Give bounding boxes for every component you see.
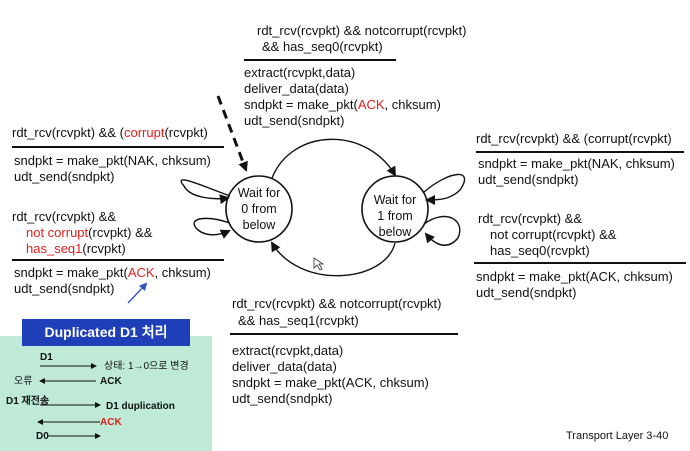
action-line: udt_send(sndpkt) [232, 391, 333, 406]
action-line: sndpkt = make_pkt(ACK, chksum) [476, 269, 673, 284]
text-segment: , chksum) [384, 97, 441, 112]
rich-line: not corrupt(rcvpkt) && [26, 225, 152, 241]
rich-line: deliver_data(data) [244, 81, 349, 97]
rich-line: udt_send(sndpkt) [14, 281, 114, 297]
rich-line: rdt_rcv(rcvpkt) && (corrupt(rcvpkt) [12, 125, 208, 141]
text-segment: deliver_data(data) [244, 81, 349, 96]
state-label-line: 1 from [377, 209, 413, 223]
text-segment: rdt_rcv(rcvpkt) && [12, 209, 117, 224]
transition-divider [474, 262, 686, 264]
transition-divider [12, 259, 224, 261]
transition-divider [244, 59, 396, 61]
timeline-error: 오류 [14, 376, 33, 387]
event-line: rdt_rcv(rcvpkt) && [478, 211, 583, 226]
transition-divider [476, 151, 684, 153]
self-loop-wait0-dup [193, 217, 231, 239]
initial-state-arrow [216, 95, 248, 172]
self-loop-wait0-nak [180, 179, 231, 205]
state-label-line: below [378, 225, 412, 239]
timeline-resend: D1 재전송 [6, 396, 50, 407]
dup-explanation-box: D1 상태: 1→0으로 변경 오류 ACK D1 재전송 D1 duplica… [0, 336, 212, 451]
text-segment: sndpkt = make_pkt( [14, 265, 128, 280]
action-line: sndpkt = make_pkt(NAK, chksum) [478, 156, 675, 171]
text-segment: sndpkt = make_pkt( [244, 97, 358, 112]
event-line: && has_seq0(rcvpkt) [262, 39, 383, 54]
highlight-text: ACK [357, 97, 385, 112]
state-wait0-circle [225, 175, 293, 243]
highlight-text: has_seq1 [26, 241, 83, 256]
action-line: extract(rcvpkt,data) [232, 343, 344, 358]
self-loop-wait1-nak [423, 173, 466, 205]
self-loop-wait1-dup [423, 215, 461, 246]
timeline-ack2: ACK [100, 417, 122, 428]
action-line: sndpkt = make_pkt(ACK, chksum) [232, 375, 429, 390]
timeline-d1: D1 [40, 352, 53, 363]
rich-line: sndpkt = make_pkt(ACK, chksum) [14, 265, 211, 281]
action-line: deliver_data(data) [232, 359, 337, 374]
text-segment: (rcvpkt) [82, 241, 126, 256]
transition-divider [12, 146, 224, 148]
event-line: has_seq0(rcvpkt) [490, 243, 590, 258]
highlight-text: ACK [127, 265, 155, 280]
action-line: sndpkt = make_pkt(NAK, chksum) [14, 153, 211, 168]
highlight-text: corrupt [123, 125, 165, 140]
arc-wait0-to-wait1 [271, 138, 397, 179]
rich-line: has_seq1(rcvpkt) [26, 241, 126, 257]
event-line: rdt_rcv(rcvpkt) && notcorrupt(rcvpkt) [232, 296, 442, 311]
transition-divider [230, 333, 458, 335]
rich-line: rdt_rcv(rcvpkt) && [12, 209, 116, 225]
rich-line: udt_send(sndpkt) [244, 113, 344, 129]
pointer-arrow [127, 282, 148, 304]
timeline-dup-label: D1 duplication [106, 401, 175, 412]
text-segment: udt_send(sndpkt) [14, 281, 115, 296]
text-segment: , chksum) [154, 265, 211, 280]
rich-line: extract(rcvpkt,data) [244, 65, 355, 81]
state-label-line: Wait for [237, 186, 281, 200]
timeline-arrows [37, 363, 101, 439]
text-segment: extract(rcvpkt,data) [244, 65, 356, 80]
event-line: not corrupt(rcvpkt) && [490, 227, 617, 242]
mouse-cursor-icon [313, 257, 325, 271]
text-segment: (rcvpkt) && [88, 225, 153, 240]
text-segment: (rcvpkt) [164, 125, 208, 140]
timeline-state-note: 상태: 1→0으로 변경 [104, 361, 189, 372]
action-line: udt_send(sndpkt) [14, 169, 115, 184]
text-segment: udt_send(sndpkt) [244, 113, 345, 128]
action-line: udt_send(sndpkt) [478, 172, 579, 187]
event-line: rdt_rcv(rcvpkt) && (corrupt(rcvpkt) [476, 131, 672, 146]
state-label-line: Wait for [373, 193, 417, 207]
event-line: rdt_rcv(rcvpkt) && notcorrupt(rcvpkt) [257, 23, 467, 38]
dup-box-title: Duplicated D1 처리 [22, 319, 190, 346]
timeline-ack1: ACK [100, 376, 122, 387]
arc-wait1-to-wait0 [270, 241, 396, 277]
timeline-d0: D0 [36, 431, 49, 442]
state-label-line: 0 from [241, 202, 277, 216]
slide-footer: Transport Layer 3-40 [566, 430, 669, 442]
text-segment: rdt_rcv(rcvpkt) && ( [12, 125, 124, 140]
rich-line: sndpkt = make_pkt(ACK, chksum) [244, 97, 441, 113]
action-line: udt_send(sndpkt) [476, 285, 577, 300]
state-label-line: below [242, 218, 276, 232]
event-line: && has_seq1(rcvpkt) [238, 313, 359, 328]
highlight-text: not corrupt [26, 225, 89, 240]
